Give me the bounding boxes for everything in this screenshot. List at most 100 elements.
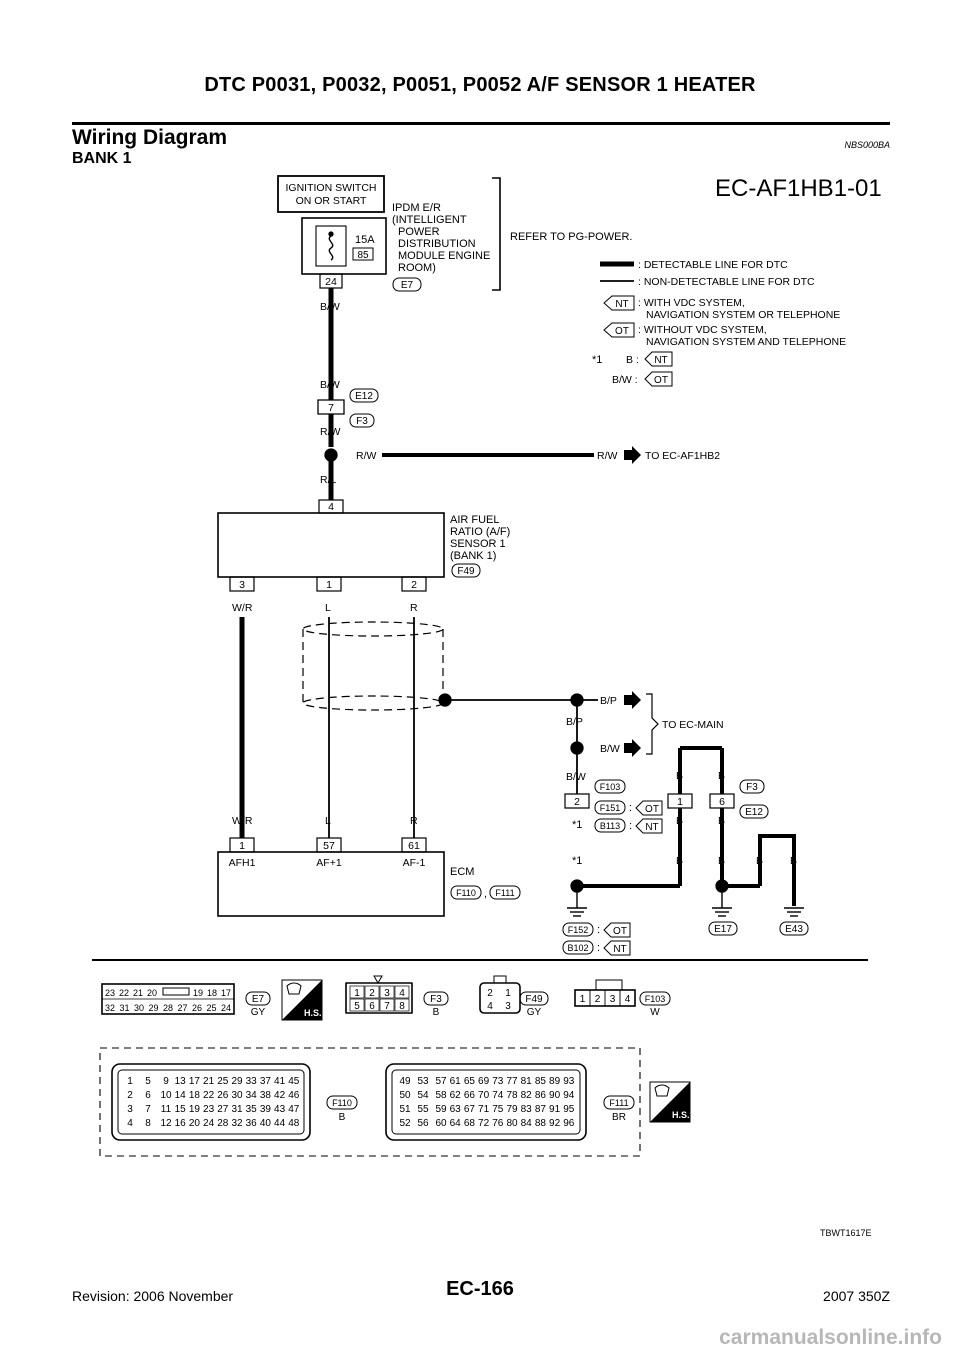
ecm-conn-f111-tag bbox=[489, 885, 521, 900]
f103-pin-2: 2 bbox=[574, 796, 580, 808]
wire-label-r-top: R bbox=[410, 602, 418, 614]
splice-bw bbox=[570, 741, 584, 755]
sensor-pin-2-box bbox=[401, 576, 427, 592]
hs-label-2: H.S. bbox=[672, 1110, 690, 1120]
e7-color: GY bbox=[251, 1007, 266, 1018]
f110-pin: 16 bbox=[175, 1118, 187, 1129]
f3-pin: 7 bbox=[384, 1001, 390, 1012]
ground-splice-left bbox=[570, 879, 584, 893]
watermark: carmanualsonline.info bbox=[719, 1326, 942, 1349]
wire-label-bw-right: B/W bbox=[600, 743, 620, 755]
f110-view-name: F110 bbox=[332, 1098, 352, 1108]
f111-pin: 75 bbox=[492, 1104, 504, 1115]
f111-view-tag bbox=[603, 1095, 635, 1110]
legend-ot-desc-1: : WITHOUT VDC SYSTEM, bbox=[638, 324, 767, 336]
legend-ot-desc-2: NAVIGATION SYSTEM AND TELEPHONE bbox=[646, 336, 846, 348]
revision-text: Revision: 2006 November bbox=[72, 1288, 234, 1304]
f3-pin-cell bbox=[379, 998, 395, 1012]
star-b-row: *1 bbox=[572, 855, 582, 867]
arrow-bp bbox=[624, 691, 641, 709]
f103-pin: 3 bbox=[610, 994, 616, 1005]
f111-pin: 80 bbox=[506, 1118, 518, 1129]
f152-colon: : bbox=[597, 924, 600, 936]
f111-pin: 57 bbox=[435, 1076, 447, 1087]
ecm-conn-comma: , bbox=[484, 888, 487, 900]
ecm-label: ECM bbox=[450, 866, 474, 878]
e12-label: E12 bbox=[745, 807, 763, 818]
e17-tag bbox=[708, 921, 738, 936]
f110-pin: 23 bbox=[203, 1104, 215, 1115]
ecm-conn-f111: F111 bbox=[495, 888, 514, 898]
legend-nt-desc-1: : WITH VDC SYSTEM, bbox=[638, 297, 745, 309]
f3-pin: 1 bbox=[354, 988, 360, 999]
joint-conn-top: E12 bbox=[355, 391, 373, 402]
f110-pin: 46 bbox=[288, 1090, 300, 1101]
f111-pin: 66 bbox=[464, 1090, 476, 1101]
f110-pin: 24 bbox=[203, 1118, 215, 1129]
e7-pin: 17 bbox=[221, 988, 231, 998]
f111-pin: 81 bbox=[521, 1076, 533, 1087]
legend-nt-tag bbox=[603, 295, 635, 311]
f110-pin: 20 bbox=[189, 1118, 201, 1129]
f110-pin: 47 bbox=[288, 1104, 300, 1115]
hs-label: H.S. bbox=[304, 1008, 322, 1018]
b102-tag bbox=[562, 940, 594, 955]
sensor-pin-1-box bbox=[316, 576, 342, 592]
f110-view-color: B bbox=[339, 1112, 346, 1123]
f110-pin: 30 bbox=[231, 1090, 243, 1101]
wire-label-rw-horiz: R/W bbox=[356, 450, 377, 462]
e7-name-tag bbox=[245, 991, 271, 1006]
f111-pin: 63 bbox=[450, 1104, 462, 1115]
f110-pin: 27 bbox=[217, 1104, 229, 1115]
joint-conn-bottom: F3 bbox=[356, 416, 368, 427]
ground-splice-right bbox=[715, 879, 729, 893]
f3-pin-cell bbox=[364, 985, 380, 999]
ipdm-label: IPDM E/R (INTELLIGENT POWER DISTRIBUTION… bbox=[392, 202, 490, 274]
f110-pin: 17 bbox=[189, 1076, 201, 1087]
f110-pin: 12 bbox=[160, 1118, 172, 1129]
ground-icon-f152 bbox=[567, 892, 587, 917]
f3-pin-cell bbox=[394, 985, 410, 999]
f49-view-color: GY bbox=[527, 1007, 542, 1018]
ipdm-connector: E7 bbox=[401, 280, 414, 291]
f151-ot: OT bbox=[645, 804, 659, 815]
sensor-pin-1: 1 bbox=[326, 579, 332, 591]
f110-pin: 34 bbox=[246, 1090, 258, 1101]
ipdm-label-3: POWER bbox=[398, 226, 440, 238]
fuse-dot bbox=[328, 231, 334, 237]
sensor-label-3: SENSOR 1 bbox=[450, 538, 506, 550]
wire-label-l-bottom: L bbox=[325, 815, 331, 827]
f103-tag bbox=[594, 779, 626, 794]
f111-pin: 54 bbox=[417, 1090, 429, 1101]
f3-label: F3 bbox=[746, 782, 758, 793]
f110-pin: 44 bbox=[274, 1118, 286, 1129]
f111-pin: 85 bbox=[535, 1076, 547, 1087]
star-b113: *1 bbox=[572, 819, 582, 831]
f110-pin: 14 bbox=[175, 1090, 187, 1101]
sensor-box bbox=[217, 512, 445, 578]
sensor-connector-tag bbox=[451, 563, 481, 578]
e7-pin: 18 bbox=[207, 988, 217, 998]
f110-view-tag bbox=[326, 1095, 358, 1110]
e7-pin: 31 bbox=[119, 1003, 129, 1013]
f103-pin: 2 bbox=[595, 994, 601, 1005]
f151-colon: : bbox=[629, 802, 632, 814]
ecm-box bbox=[217, 851, 445, 917]
b-wire-e43 bbox=[758, 834, 796, 906]
ipdm-label-4: DISTRIBUTION bbox=[398, 238, 476, 250]
e7-pin: 27 bbox=[177, 1003, 187, 1013]
sensor-label-2: RATIO (A/F) bbox=[450, 526, 510, 538]
figure-code: TBWT1617E bbox=[820, 1228, 872, 1238]
f110-pin: 26 bbox=[217, 1090, 229, 1101]
arrow-af1hb2 bbox=[624, 446, 641, 464]
ignition-switch-box bbox=[277, 175, 385, 213]
wire-label-bp-vert: B/P bbox=[566, 716, 583, 728]
f111-pin: 60 bbox=[435, 1118, 447, 1129]
f110-pin: 4 bbox=[127, 1118, 133, 1129]
f110-pin: 43 bbox=[274, 1104, 286, 1115]
e7-pin: 20 bbox=[147, 988, 157, 998]
b102-colon: : bbox=[597, 942, 600, 954]
wire-label-b-2: B bbox=[718, 770, 725, 782]
